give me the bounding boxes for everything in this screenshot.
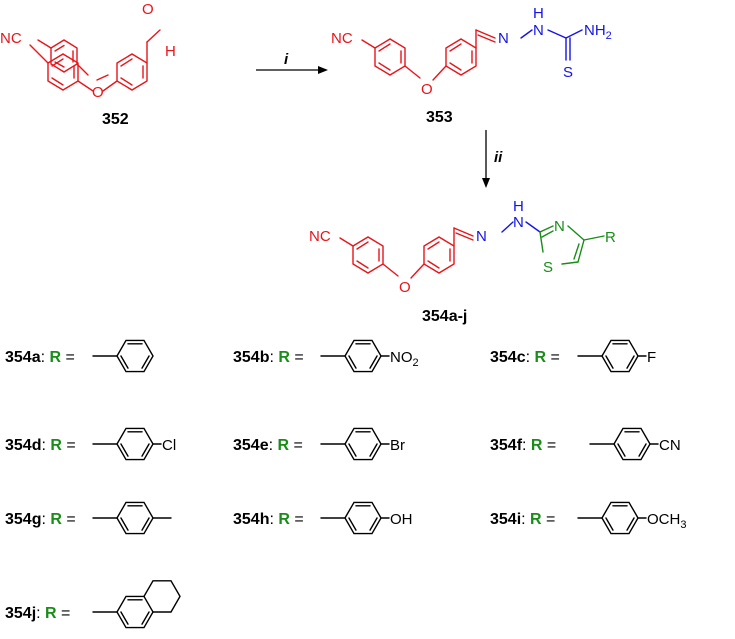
arrow-step-2: ii xyxy=(482,130,503,188)
compound-label-353: 353 xyxy=(426,109,453,126)
atom-r-354: R xyxy=(605,229,616,246)
arrow-step-1: i xyxy=(256,51,328,74)
benzene-ring xyxy=(116,427,154,461)
inner-bond xyxy=(369,355,378,369)
inner-bond xyxy=(626,517,635,531)
benzene-ring xyxy=(116,595,154,629)
r-group-label: 354g: R = xyxy=(5,511,76,528)
substituent-label: OH xyxy=(390,511,413,528)
compound-353 xyxy=(361,29,583,81)
inner-bond xyxy=(120,355,129,369)
benzene-ring xyxy=(116,339,154,373)
inner-bond xyxy=(605,517,614,531)
inner-bond xyxy=(120,517,129,531)
atom-n3-354: N xyxy=(554,218,565,235)
inner-bond xyxy=(141,517,150,531)
inner-bond xyxy=(369,517,378,531)
r-group-354i: 354i: R = OCH3 xyxy=(490,501,686,535)
inner-bond xyxy=(626,355,635,369)
atom-o-354: O xyxy=(399,279,411,296)
r-group-table: 354a: R = 354b: R = NO2 354c: R = F 354d: R =… xyxy=(5,339,686,629)
r-group-label: 354f: R = xyxy=(490,437,556,454)
r-group-354j: 354j: R = xyxy=(5,580,181,629)
atom-o-aldehyde-352: O xyxy=(142,1,154,18)
r-group-354g: 354g: R = xyxy=(5,501,172,535)
substituent-label: CN xyxy=(659,437,681,454)
inner-bond xyxy=(617,443,626,457)
compound-352 xyxy=(37,39,109,81)
r-group-354a: 354a: R = xyxy=(5,339,154,373)
inner-bond xyxy=(348,355,357,369)
benzene-ring xyxy=(344,501,382,535)
r-group-label: 354j: R = xyxy=(5,605,70,622)
inner-bond xyxy=(120,611,129,625)
r-group-label: 354e: R = xyxy=(233,437,303,454)
atom-s-354: S xyxy=(543,259,553,276)
compound-352-rings xyxy=(29,29,161,92)
inner-bond xyxy=(348,443,357,457)
inner-bond xyxy=(120,443,129,457)
atom-labels: NC O O H NC O N N H NH2 S NC O N N H N S… xyxy=(0,1,616,296)
atom-h-354: H xyxy=(513,198,524,215)
atom-nc-353: NC xyxy=(331,30,353,47)
inner-bond xyxy=(605,355,614,369)
atom-n1-354: N xyxy=(476,228,487,245)
atom-o-352: O xyxy=(92,84,104,101)
benzene-ring xyxy=(613,427,651,461)
substituent-label: F xyxy=(647,349,656,366)
compound-label-352: 352 xyxy=(102,111,129,128)
r-group-354h: 354h: R = OH xyxy=(233,501,413,535)
benzene-ring xyxy=(601,501,639,535)
atom-o-353: O xyxy=(421,81,433,98)
atom-n2-353: N xyxy=(533,22,544,39)
atom-n1-353: N xyxy=(498,30,509,47)
r-group-label: 354h: R = xyxy=(233,511,304,528)
r-group-354f: 354f: R = CN xyxy=(490,427,681,461)
inner-bond xyxy=(369,443,378,457)
inner-bond xyxy=(141,611,150,625)
substituent-label: Cl xyxy=(162,437,176,454)
inner-bond xyxy=(141,355,150,369)
benzene-ring xyxy=(116,501,154,535)
reagent-i: i xyxy=(284,51,289,68)
r-group-label: 354b: R = xyxy=(233,349,304,366)
inner-bond xyxy=(141,443,150,457)
atom-n2-354: N xyxy=(513,214,524,231)
benzene-ring xyxy=(601,339,639,373)
r-group-label: 354d: R = xyxy=(5,437,76,454)
r-group-label: 354a: R = xyxy=(5,349,75,366)
atom-s-353: S xyxy=(563,64,573,81)
atom-h-353: H xyxy=(533,5,544,22)
substituent-label: OCH3 xyxy=(647,511,686,531)
inner-bond xyxy=(638,443,647,457)
compound-label-354: 354a-j xyxy=(422,308,467,325)
r-group-354e: 354e: R = Br xyxy=(233,427,405,461)
inner-bond xyxy=(348,517,357,531)
r-group-label: 354i: R = xyxy=(490,511,555,528)
benzene-ring xyxy=(344,427,382,461)
r-group-354b: 354b: R = NO2 xyxy=(233,339,419,373)
atom-nc-354: NC xyxy=(309,228,331,245)
r-group-label: 354c: R = xyxy=(490,349,560,366)
substituent-label: Br xyxy=(390,437,405,454)
r-group-354d: 354d: R = Cl xyxy=(5,427,176,461)
atom-nc-352: NC xyxy=(0,30,22,47)
compound-354 xyxy=(339,221,605,279)
substituent-label: NO2 xyxy=(390,349,419,369)
atom-h-aldehyde-352: H xyxy=(165,43,176,60)
benzene-ring xyxy=(344,339,382,373)
reagent-ii: ii xyxy=(494,149,503,166)
atom-nh2-353: NH2 xyxy=(584,22,612,42)
fused-ring xyxy=(143,580,181,613)
r-group-354c: 354c: R = F xyxy=(490,339,656,373)
